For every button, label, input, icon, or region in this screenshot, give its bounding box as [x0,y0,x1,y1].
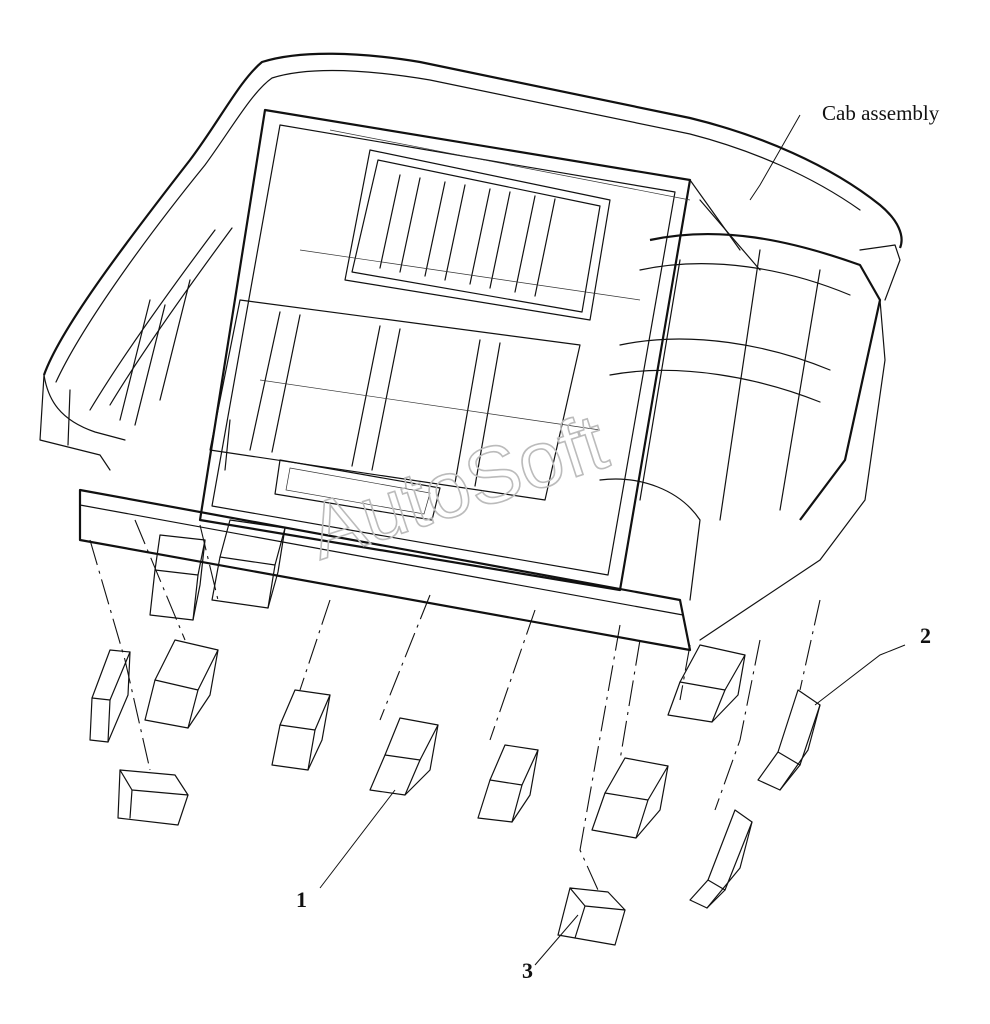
block [211,519,286,609]
block [149,534,206,621]
block [757,689,821,791]
cab-assembly-drawing [39,52,903,652]
block [89,649,131,743]
block [369,717,439,796]
block [477,744,539,823]
label-part-2: 2 [920,623,931,648]
block [591,757,669,839]
label-cab-assembly: Cab assembly [822,101,940,125]
block [144,639,219,729]
block [557,887,626,946]
rubber-blocks [89,519,821,946]
leader-lines [319,114,906,966]
block [117,769,189,826]
block [689,809,753,909]
block [271,689,331,771]
placement-lines [89,519,821,891]
block [667,644,746,723]
label-part-1: 1 [296,887,307,912]
label-part-3: 3 [522,958,533,983]
